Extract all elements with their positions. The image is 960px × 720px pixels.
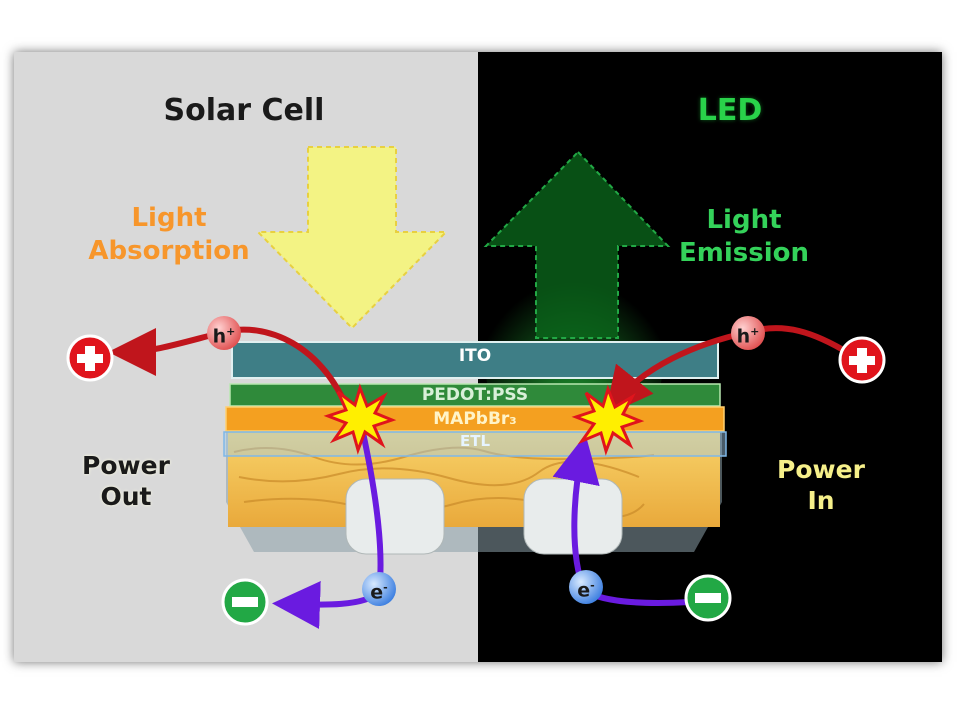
hole-label-left: h+	[212, 325, 236, 348]
light-emission-label: Light Emission	[679, 205, 809, 268]
electron-label-right: e-	[577, 579, 595, 602]
minus-terminal-icon	[684, 574, 732, 622]
light-absorption-label: Light Absorption	[88, 203, 250, 266]
mapbbr-layer-label: MAPbBr₃	[433, 409, 517, 429]
plus-terminal-icon	[838, 336, 886, 384]
power-out-label: Power Out	[82, 451, 170, 512]
electron-carrier-right	[569, 570, 603, 604]
emission-arrow-icon	[483, 150, 671, 339]
minus-terminal-icon	[221, 578, 269, 626]
recombination-burst-icon	[323, 383, 397, 455]
absorption-arrow-icon	[255, 146, 449, 330]
power-in-label: Power In	[777, 455, 865, 516]
hole-carrier-right	[731, 316, 765, 350]
led-title: LED	[697, 93, 763, 128]
electron-carrier-left	[362, 572, 396, 606]
recombination-burst-icon	[571, 384, 645, 456]
plus-terminal-icon	[66, 334, 114, 382]
hole-carrier-left	[207, 316, 241, 350]
solar-cell-title: Solar Cell	[163, 93, 325, 128]
etl-layer-label: ETL	[459, 432, 491, 450]
etl-layer	[223, 431, 727, 457]
device-diagram	[66, 146, 886, 630]
electron-label-left: e-	[370, 581, 388, 604]
diagram-frame: Solar Cell LED Light Absorption Light Em…	[14, 52, 942, 662]
ito-layer-label: ITO	[458, 346, 492, 366]
electrode-left	[345, 478, 445, 555]
hole-label-right: h+	[736, 325, 760, 348]
pedot-layer-label: PEDOT:PSS	[421, 385, 529, 405]
